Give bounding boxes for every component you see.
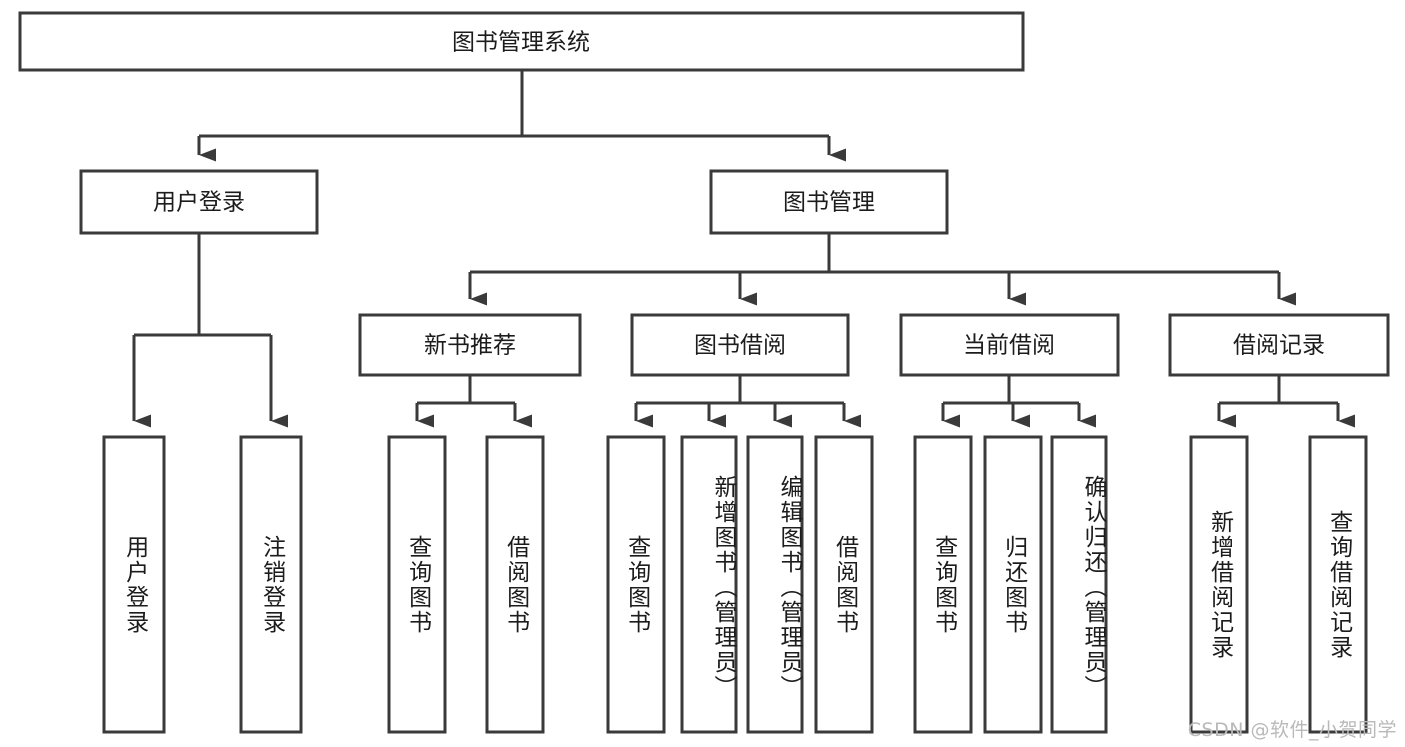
leaf-box-borrow-book-newbook[interactable] [485,435,545,734]
leaf-box-edit-book-admin[interactable] [746,435,804,734]
leaf-box-group [102,435,1368,734]
leaf-box-logout[interactable] [239,435,303,734]
watermark-text: CSDN @软件_小贺同学 [1187,719,1397,741]
node-borrow-record-label: 借阅记录 [1233,333,1325,359]
connector-group [132,70,1355,428]
node-book-borrow[interactable]: 图书借阅 [630,313,850,377]
node-user-login[interactable]: 用户登录 [79,169,319,235]
node-book-management[interactable]: 图书管理 [709,169,949,235]
node-book-management-box[interactable] [709,169,949,235]
leaf-box-add-book-admin[interactable] [680,435,738,734]
node-user-login-label: 用户登录 [153,190,245,216]
node-root-box[interactable] [18,11,1025,72]
leaf-box-query-book-current[interactable] [913,435,973,734]
node-book-management-label: 图书管理 [783,190,875,216]
node-current-borrow-box[interactable] [899,313,1120,377]
leaf-box-user-login[interactable] [102,435,166,734]
leaf-box-add-borrow-record[interactable] [1189,435,1249,734]
node-book-borrow-label: 图书借阅 [694,333,786,359]
leaf-box-return-book[interactable] [983,435,1043,734]
node-borrow-record[interactable]: 借阅记录 [1168,313,1390,377]
node-root[interactable]: 图书管理系统 [18,11,1025,72]
node-new-book-recommend[interactable]: 新书推荐 [358,313,582,377]
leaf-box-query-borrow-record[interactable] [1308,435,1368,734]
node-new-book-recommend-label: 新书推荐 [424,333,516,359]
leaf-box-confirm-return-admin[interactable] [1050,435,1108,734]
node-user-login-box[interactable] [79,169,319,235]
node-borrow-record-box[interactable] [1168,313,1390,377]
node-root-label: 图书管理系统 [452,30,590,56]
leaf-box-borrow-book[interactable] [814,435,874,734]
node-current-borrow-label: 当前借阅 [963,333,1055,359]
node-new-book-recommend-box[interactable] [358,313,582,377]
leaf-box-query-book-newbook[interactable] [387,435,447,734]
node-current-borrow[interactable]: 当前借阅 [899,313,1120,377]
node-book-borrow-box[interactable] [630,313,850,377]
leaf-box-query-book-borrow[interactable] [606,435,666,734]
